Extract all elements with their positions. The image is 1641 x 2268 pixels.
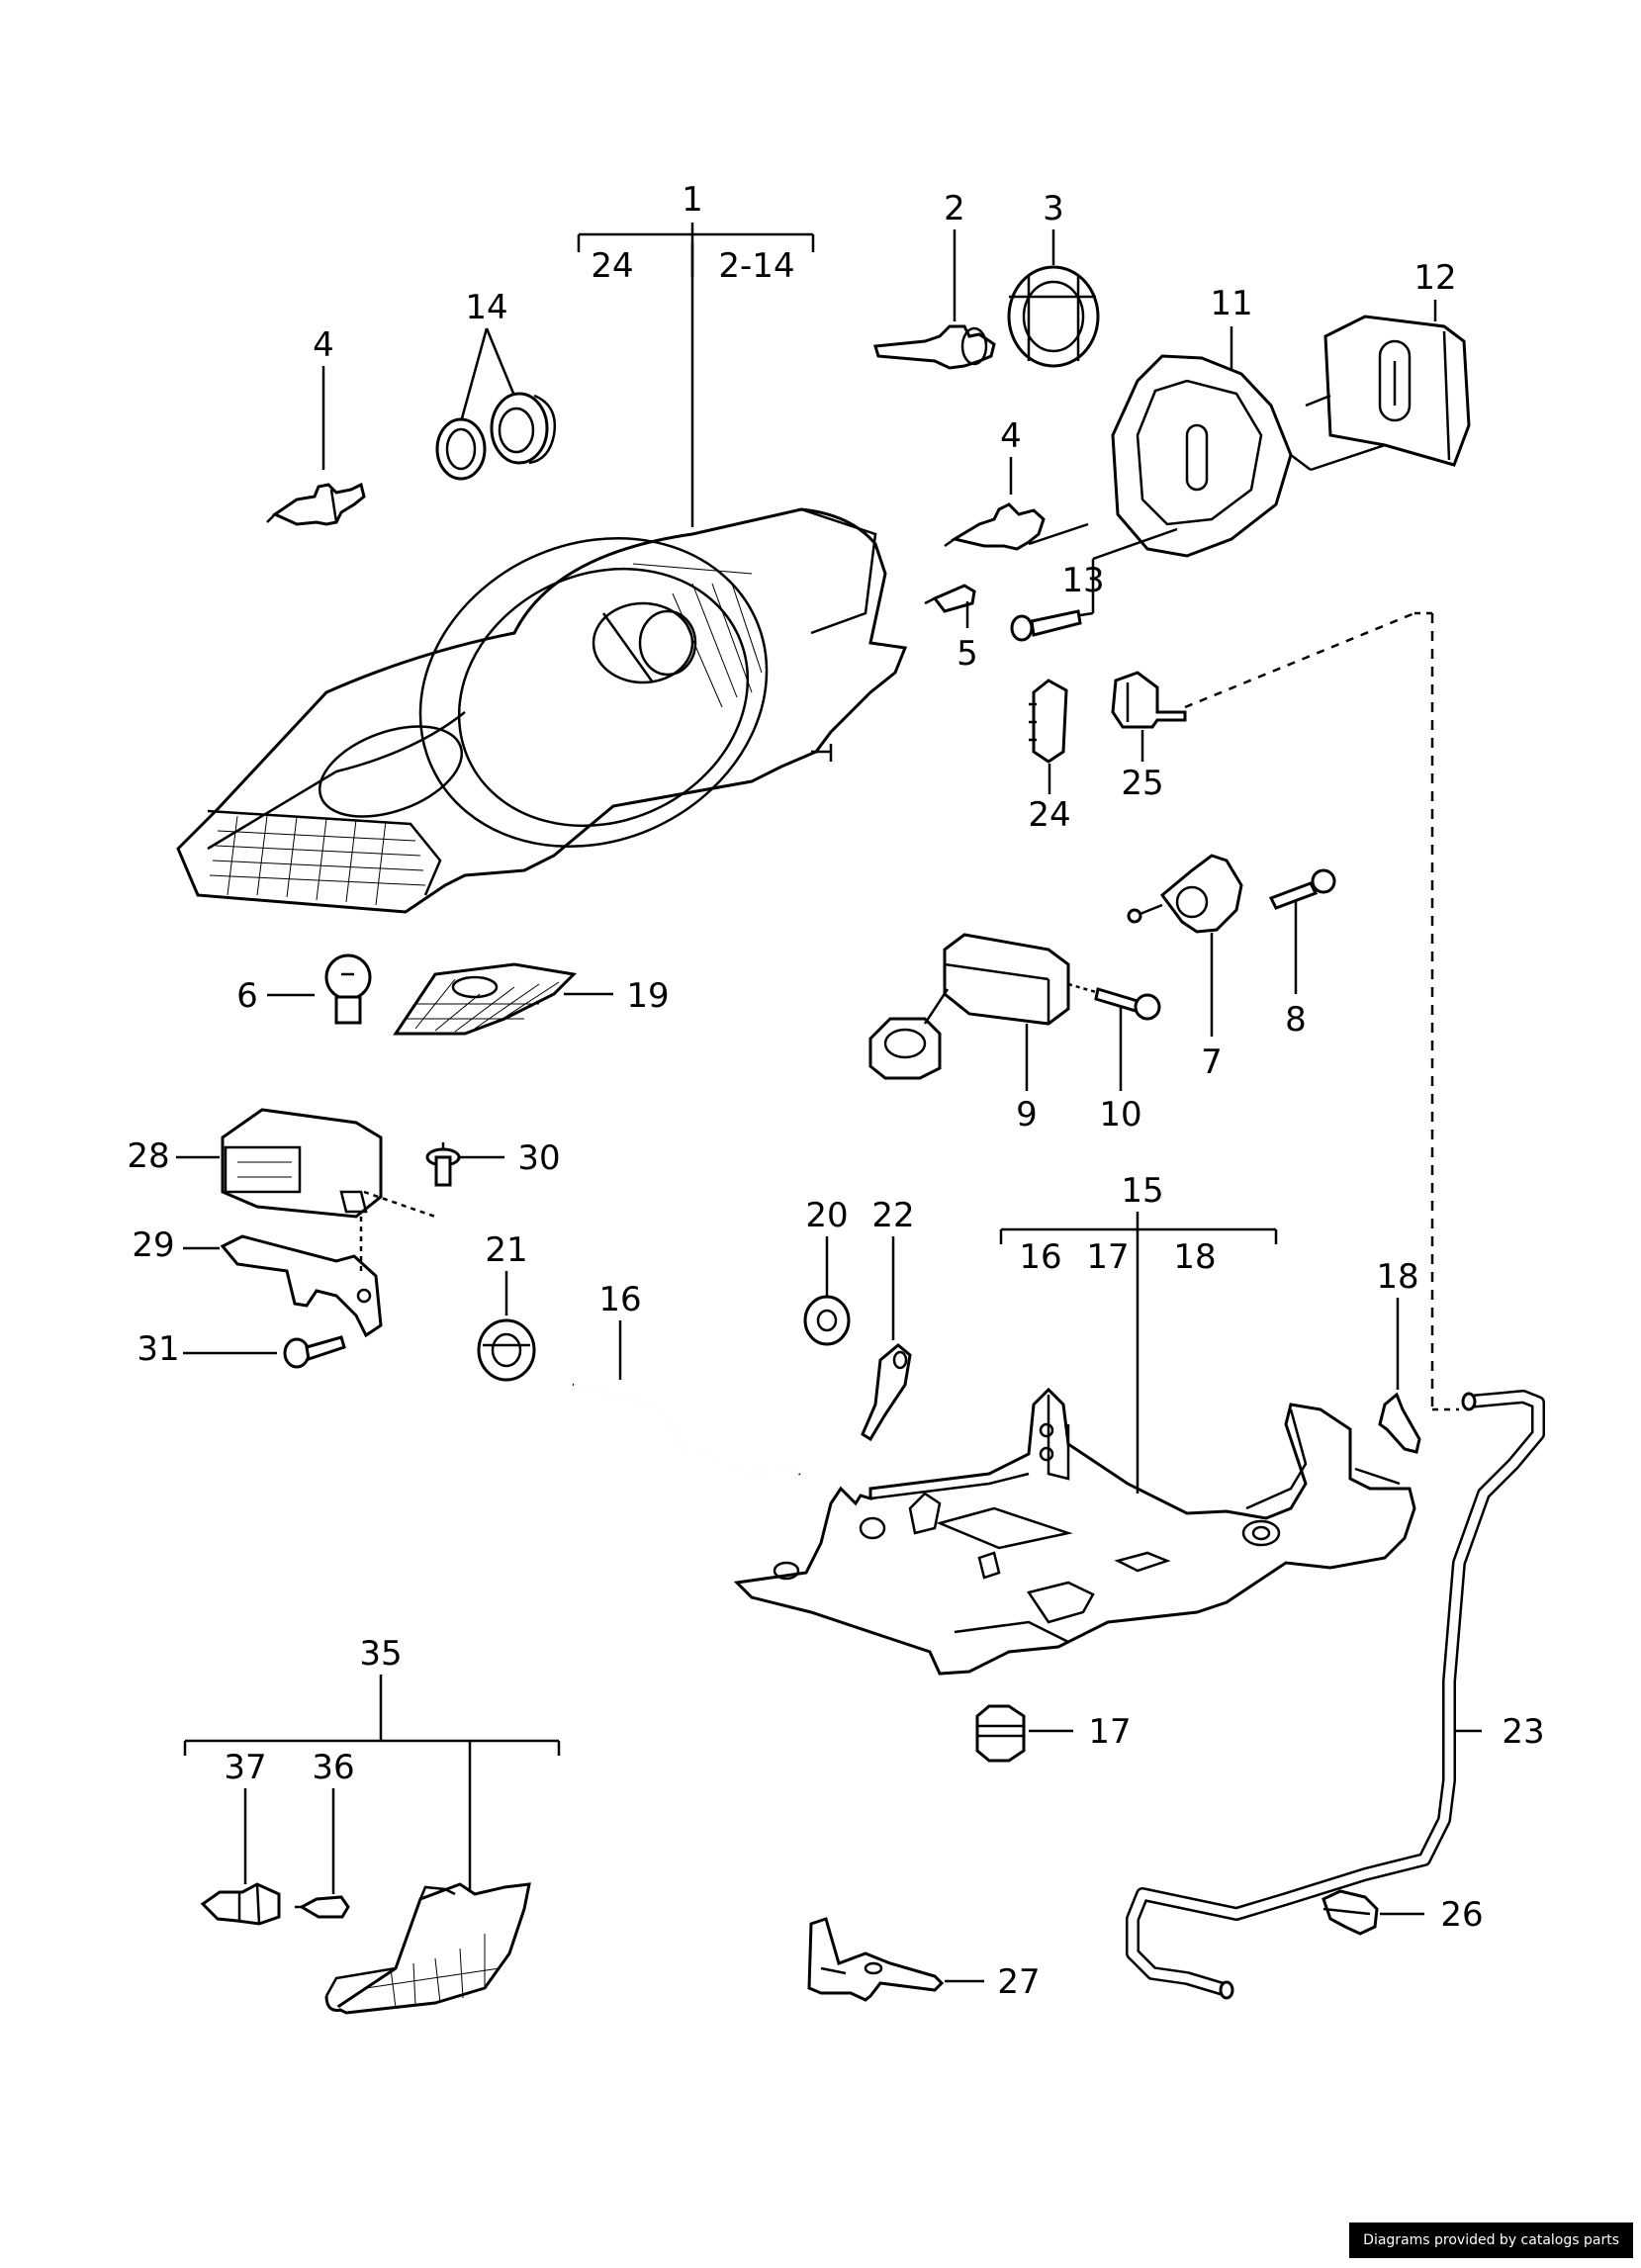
callout-23: 23: [1502, 1712, 1544, 1752]
connector-24: [1029, 679, 1068, 764]
callout-11: 11: [1210, 284, 1252, 323]
callout-9: 9: [1016, 1095, 1038, 1134]
adjusting-rod: [572, 1383, 801, 1476]
callout-14: 14: [465, 288, 507, 327]
callout-3: 3: [1043, 189, 1064, 228]
bulb-h7-left: [266, 482, 366, 526]
callout-29: 29: [132, 1225, 174, 1265]
callout-15-17: 17: [1086, 1237, 1129, 1277]
side-marker-lamp: [324, 1882, 531, 2015]
hose-23: [1126, 1390, 1545, 2000]
screw-10: [1094, 987, 1161, 1021]
callout-36: 36: [312, 1748, 354, 1787]
retainer-27: [807, 1917, 945, 2002]
callout-21: 21: [485, 1230, 527, 1270]
callout-12: 12: [1413, 258, 1456, 298]
seal-rings: [435, 392, 557, 481]
callout-31: 31: [137, 1329, 179, 1369]
callout-5: 5: [957, 634, 978, 674]
callout-27: 27: [997, 1962, 1040, 2002]
grommet-21: [477, 1318, 536, 1382]
callout-17: 17: [1088, 1712, 1131, 1752]
callout-19: 19: [626, 976, 669, 1016]
bulb-6: [324, 953, 372, 1025]
bulb-5: [924, 584, 976, 613]
callout-1: 1: [682, 180, 703, 220]
bulb-socket-37: [200, 1882, 281, 1926]
screw-8: [1268, 868, 1336, 910]
callout-13: 13: [1061, 561, 1104, 600]
callout-37: 37: [224, 1748, 266, 1787]
credit-badge: Diagrams provided by catalogs parts: [1349, 2223, 1633, 2258]
retaining-ring: [1007, 265, 1100, 368]
rubber-buffer-17: [975, 1704, 1026, 1763]
callout-15-16: 16: [1019, 1237, 1061, 1277]
screw-13: [1010, 609, 1082, 642]
callout-28: 28: [127, 1136, 169, 1176]
callout-16-rod: 16: [598, 1280, 641, 1319]
bracket-item-15: [999, 1212, 1278, 1479]
callout-2-14-sub: 2-14: [718, 246, 794, 286]
headlight-housing: [176, 507, 908, 914]
callout-20: 20: [805, 1196, 848, 1235]
callout-15-18: 18: [1173, 1237, 1216, 1277]
clip-22: [861, 1343, 912, 1442]
connector-25: [1111, 671, 1187, 729]
callout-7: 7: [1201, 1043, 1223, 1082]
callout-26: 26: [1440, 1895, 1483, 1935]
mounting-bracket-29: [220, 1234, 383, 1338]
xenon-bulb: [873, 324, 996, 370]
hose-clip-26: [1322, 1889, 1379, 1936]
reflector-grille: [393, 962, 578, 1036]
screw-31: [283, 1335, 346, 1369]
callout-15: 15: [1121, 1171, 1163, 1211]
ballast-control-unit: [1305, 315, 1471, 467]
callout-18: 18: [1376, 1257, 1418, 1297]
bracket-item-35: [183, 1675, 561, 1899]
adapter-frame: [1111, 354, 1386, 558]
bracket-item-1: [577, 223, 815, 527]
callout-6: 6: [236, 976, 258, 1016]
igniter-module: [868, 933, 1070, 1080]
nut-20: [803, 1295, 851, 1346]
bulb-36: [295, 1895, 350, 1919]
clip-18: [1378, 1392, 1421, 1454]
callout-4-right: 4: [1000, 416, 1022, 456]
callout-24-sub: 24: [591, 246, 633, 286]
callout-22: 22: [871, 1196, 914, 1235]
callout-2: 2: [944, 189, 965, 228]
control-module-28: [221, 1108, 383, 1219]
callout-30: 30: [517, 1138, 560, 1178]
callout-24: 24: [1028, 795, 1070, 835]
screw-30: [425, 1142, 461, 1187]
callout-4-left: 4: [313, 325, 334, 365]
callout-35: 35: [359, 1634, 402, 1674]
leveling-motor: [1127, 854, 1243, 934]
callout-25: 25: [1121, 764, 1163, 803]
bulb-h7-right: [944, 502, 1046, 551]
callout-10: 10: [1099, 1095, 1141, 1134]
carrier-plate: [733, 1387, 1416, 1676]
callout-8: 8: [1285, 1000, 1307, 1040]
